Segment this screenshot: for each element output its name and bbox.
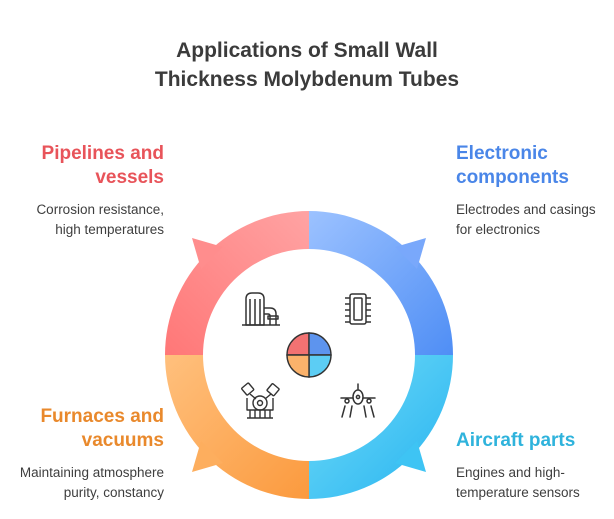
ring-segment-electronics <box>309 211 453 355</box>
heading-aircraft: Aircraft parts <box>456 429 614 453</box>
desc-pipelines-line-1: Corrosion resistance, <box>36 202 164 217</box>
heading-aircraft-line-1: Aircraft parts <box>456 430 576 451</box>
heading-pipelines-line-1: Pipelines and <box>41 143 164 164</box>
ring-segment-furnaces <box>165 355 309 499</box>
title-line-1: Applications of Small Wall <box>176 39 438 62</box>
section-pipelines: Pipelines and vessels Corrosion resistan… <box>0 142 164 240</box>
desc-electronics-line-1: Electrodes and casings <box>456 202 596 217</box>
section-electronics: Electronic components Electrodes and cas… <box>456 142 614 240</box>
heading-pipelines: Pipelines and vessels <box>0 142 164 190</box>
desc-aircraft-line-2: temperature sensors <box>456 485 580 500</box>
heading-electronics-line-2: components <box>456 167 569 188</box>
desc-aircraft-line-1: Engines and high- <box>456 465 565 480</box>
ring-segment-aircraft <box>309 355 453 499</box>
heading-pipelines-line-2: vessels <box>95 167 164 188</box>
pointer-pipelines <box>192 238 223 269</box>
desc-furnaces: Maintaining atmosphere purity, constancy <box>0 463 164 503</box>
desc-furnaces-line-2: purity, constancy <box>63 485 164 500</box>
heading-furnaces-line-2: vacuums <box>81 430 164 451</box>
desc-pipelines: Corrosion resistance, high temperatures <box>0 200 164 240</box>
microchip-icon <box>345 293 371 325</box>
industrial-pipes-icon <box>242 292 280 326</box>
center-pie <box>286 332 332 378</box>
desc-electronics-line-2: for electronics <box>456 222 541 237</box>
engine-icon <box>241 382 280 419</box>
pointer-aircraft <box>395 441 426 472</box>
heading-electronics: Electronic components <box>456 142 614 190</box>
desc-aircraft: Engines and high- temperature sensors <box>456 463 614 503</box>
heading-furnaces-line-1: Furnaces and <box>40 406 164 427</box>
desc-electronics: Electrodes and casings for electronics <box>456 200 614 240</box>
section-aircraft: Aircraft parts Engines and high- tempera… <box>456 429 614 503</box>
page-title: Applications of Small Wall Thickness Mol… <box>0 36 614 94</box>
ring-segment-pipelines <box>165 211 309 355</box>
desc-pipelines-line-2: high temperatures <box>55 222 164 237</box>
section-furnaces: Furnaces and vacuums Maintaining atmosph… <box>0 405 164 503</box>
pointer-furnaces <box>192 441 223 472</box>
title-line-2: Thickness Molybdenum Tubes <box>154 68 460 91</box>
pointer-electronics <box>395 238 426 269</box>
heading-electronics-line-1: Electronic <box>456 143 548 164</box>
airplane-icon <box>340 383 376 418</box>
desc-furnaces-line-1: Maintaining atmosphere <box>19 465 164 480</box>
heading-furnaces: Furnaces and vacuums <box>0 405 164 453</box>
